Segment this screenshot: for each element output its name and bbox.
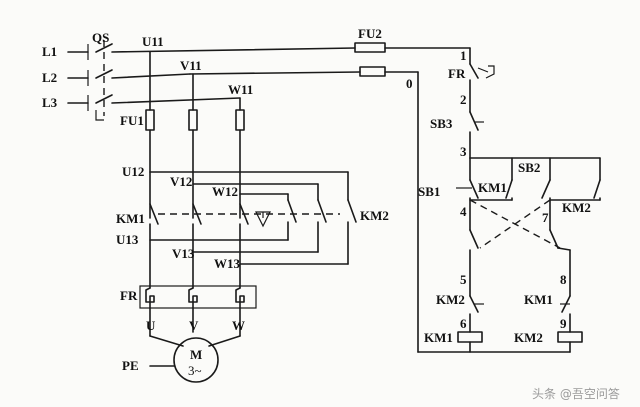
- label-km2-main: KM2: [360, 208, 389, 223]
- label-v12: V12: [170, 174, 192, 189]
- label-l2: L2: [42, 70, 57, 85]
- label-node-7: 7: [542, 210, 549, 225]
- label-km1-main: KM1: [116, 211, 145, 226]
- label-node-2: 2: [460, 92, 467, 107]
- qs-switch: [95, 40, 113, 121]
- label-km1-coil: KM1: [424, 330, 453, 345]
- label-v: V: [189, 318, 199, 333]
- label-v11: V11: [180, 58, 202, 73]
- fu1-fuses: [145, 109, 245, 131]
- label-node-5: 5: [460, 272, 467, 287]
- km1-main-contacts: [149, 203, 340, 225]
- label-w13: W13: [214, 256, 241, 271]
- label-km1-hold: KM1: [478, 180, 507, 195]
- label-w: W: [232, 318, 245, 333]
- label-node-9: 9: [560, 316, 567, 331]
- label-w12: W12: [212, 184, 238, 199]
- label-node-8: 8: [560, 272, 567, 287]
- phase-lines-middle: [149, 129, 349, 219]
- label-km1-int: KM1: [524, 292, 553, 307]
- phase-lines-lower: [149, 221, 349, 289]
- label-u12: U12: [122, 164, 144, 179]
- watermark-text: 头条 @吾空问答: [532, 386, 620, 401]
- label-fr-ctrl: FR: [448, 66, 466, 81]
- motor-leads: [149, 307, 241, 347]
- label-fu2: FU2: [358, 26, 382, 41]
- label-l1: L1: [42, 44, 57, 59]
- label-node-3: 3: [460, 144, 467, 159]
- label-pe: PE: [122, 358, 139, 373]
- label-km2-coil: KM2: [514, 330, 543, 345]
- label-qs: QS: [92, 30, 109, 45]
- label-v13: V13: [172, 246, 195, 261]
- label-fu1: FU1: [120, 113, 144, 128]
- label-u13: U13: [116, 232, 139, 247]
- label-node-1: 1: [460, 48, 467, 63]
- diagram-labels: L1 L2 L3 QS U11 V11 W11 FU1 FU2 U12 V12 …: [42, 26, 591, 378]
- control-circuit: [417, 47, 601, 353]
- upper-buses: [111, 47, 471, 104]
- label-node-0: 0: [406, 76, 413, 91]
- label-sb3: SB3: [430, 116, 453, 131]
- motor: [173, 337, 219, 383]
- label-w11: W11: [228, 82, 253, 97]
- watermark: 头条 @吾空问答: [532, 386, 620, 401]
- label-sb2: SB2: [518, 160, 540, 175]
- label-fr-main: FR: [120, 288, 138, 303]
- phase-drops: [149, 51, 241, 111]
- supply-lines: [67, 44, 89, 111]
- km2-main-contacts: [287, 199, 357, 223]
- label-km2-int: KM2: [436, 292, 465, 307]
- label-node-6: 6: [460, 316, 467, 331]
- label-u: U: [146, 318, 156, 333]
- label-l3: L3: [42, 95, 58, 110]
- mechanical-interlock: [255, 211, 271, 228]
- fr-thermal-relay: [139, 285, 257, 309]
- label-motor-phase: 3~: [188, 363, 202, 378]
- label-motor-m: M: [190, 347, 202, 362]
- fu2-fuses: [354, 42, 386, 77]
- label-km2-hold: KM2: [562, 200, 591, 215]
- label-node-4: 4: [460, 204, 467, 219]
- label-u11: U11: [142, 34, 164, 49]
- label-sb1: SB1: [418, 184, 440, 199]
